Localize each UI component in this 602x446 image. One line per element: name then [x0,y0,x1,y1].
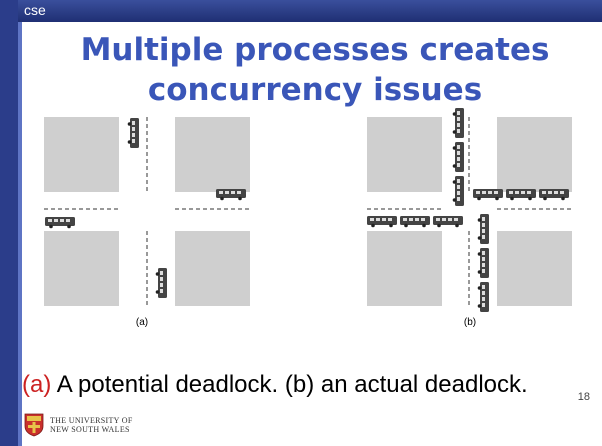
bus-b-left-2 [400,216,430,228]
bus-b-right-3 [539,189,569,201]
bus-a-bottom [155,268,167,298]
block-a-br [175,231,250,306]
bus-a-right [216,189,246,201]
bus-b-left-1 [367,216,397,228]
left-bar-accent [18,22,22,446]
bus-b-bottom-2 [477,248,489,278]
bus-a-top [127,118,139,148]
block-a-tl [44,117,119,192]
university-crest-icon [24,413,44,437]
university-line-1: THE UNIVERSITY OF [50,416,133,425]
block-a-tr [175,117,250,192]
block-a-bl [44,231,119,306]
bus-a-left [45,217,75,229]
top-bar: cse [0,0,602,22]
title-line-1: Multiple processes creates [80,32,550,68]
header-label: cse [24,2,46,18]
block-b-tl [367,117,442,192]
block-b-br [497,231,572,306]
slide-caption: (a) A potential deadlock. (b) an actual … [22,371,528,399]
bus-b-left-3 [433,216,463,228]
caption-text: A potential deadlock. (b) an actual dead… [51,371,528,398]
bus-b-bottom-3 [477,282,489,312]
bus-b-top-1 [452,108,464,138]
panel-a-label: (a) [136,317,148,328]
deadlock-figure: (a) (b) [44,108,572,328]
slide-title: Multiple processes creates concurrency i… [40,30,590,110]
bus-b-bottom-1 [477,214,489,244]
left-bar [0,0,18,446]
page-number: 18 [577,391,590,403]
panel-b: (b) [367,108,572,328]
panel-a: (a) [44,117,250,328]
bus-b-top-2 [452,142,464,172]
block-b-bl [367,231,442,306]
bus-b-right-2 [506,189,536,201]
panel-b-label: (b) [464,317,476,328]
university-line-2: NEW SOUTH WALES [50,425,130,434]
bus-b-right-1 [473,189,503,201]
title-line-2: concurrency issues [147,72,483,108]
university-name: THE UNIVERSITY OF NEW SOUTH WALES [50,416,133,434]
block-b-tr [497,117,572,192]
caption-accent: (a) [22,371,52,398]
bus-b-top-3 [452,176,464,206]
